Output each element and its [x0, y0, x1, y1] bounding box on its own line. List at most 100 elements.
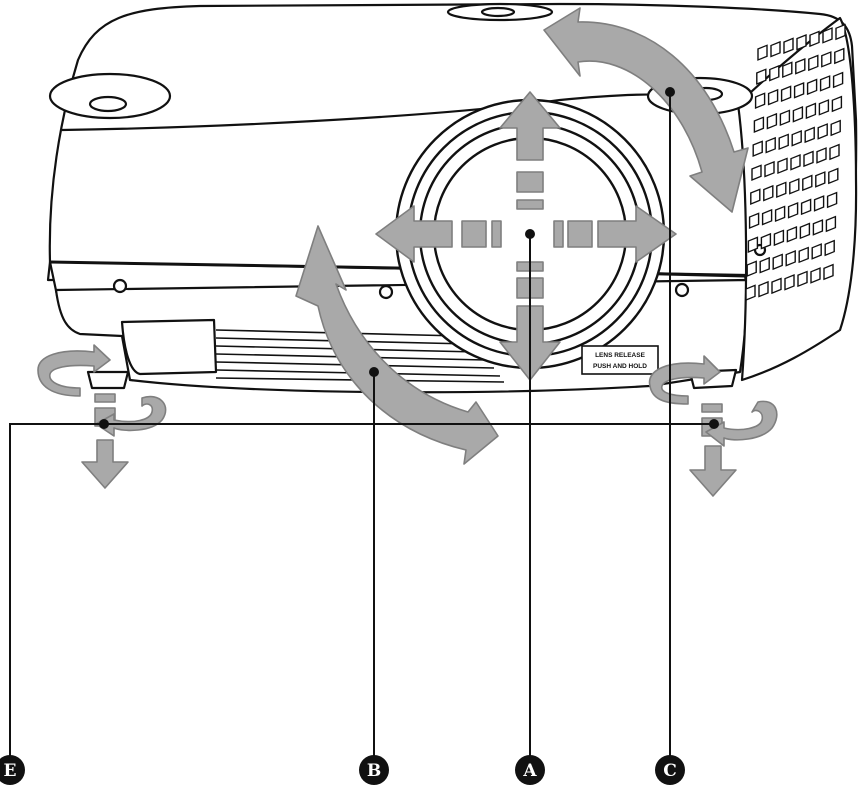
- leader-e: [9, 423, 714, 770]
- grille-slot: [778, 133, 789, 151]
- foot-right-dash1: [701, 403, 723, 413]
- foot-right-down-arrow: [689, 445, 737, 497]
- shift-right-dash1: [553, 220, 564, 248]
- grille-slot: [766, 112, 778, 130]
- grille-slot: [787, 202, 799, 219]
- callout-e-label: E: [4, 761, 17, 781]
- grille-slot: [802, 174, 813, 192]
- callout-a-label: A: [522, 761, 537, 781]
- shift-up-arrow: [499, 91, 561, 161]
- callout-c: C: [655, 755, 685, 785]
- side-grille: [745, 23, 846, 301]
- screw-left: [112, 278, 128, 294]
- grille-slot: [763, 184, 774, 202]
- grille-slot: [799, 222, 811, 240]
- grille-slot: [800, 198, 812, 216]
- grille-slot: [835, 23, 846, 41]
- grille-slot: [785, 250, 796, 267]
- grille-slot: [832, 71, 844, 89]
- grille-slot: [767, 88, 779, 106]
- grille-slot: [758, 280, 769, 298]
- grille-slot: [751, 164, 762, 181]
- grille-slot: [821, 51, 832, 68]
- leader-e-dot-left: [99, 419, 109, 429]
- grille-slot: [819, 75, 831, 92]
- screw-center: [378, 284, 394, 300]
- foot-left-dash1: [94, 393, 116, 403]
- grille-slot: [789, 178, 800, 195]
- grille-slot: [810, 267, 821, 284]
- leader-c-dot: [665, 87, 675, 97]
- grille-slot: [822, 27, 833, 44]
- shift-left-dash2: [491, 220, 502, 248]
- grille-slot: [786, 226, 798, 243]
- leader-lines: [9, 92, 714, 770]
- foot-left-down-arrow: [81, 439, 129, 489]
- grille-slot: [818, 99, 830, 116]
- grille-slot: [752, 140, 763, 157]
- grille-slot: [783, 37, 794, 55]
- grille-slot: [760, 232, 772, 250]
- leader-a-dot: [525, 229, 535, 239]
- grille-slot: [830, 119, 841, 137]
- top-knob-center-inner: [480, 6, 516, 18]
- grille-slot: [811, 243, 822, 260]
- grille-slot: [831, 95, 843, 113]
- bottom-vent-housing: [120, 318, 218, 376]
- grille-slot: [774, 205, 786, 223]
- grille-slot: [816, 147, 827, 164]
- shift-right-arrow: [597, 205, 677, 263]
- grille-slot: [776, 181, 787, 199]
- grille-slot: [750, 188, 761, 205]
- grille-slot: [790, 153, 801, 171]
- grille-slot: [828, 167, 839, 185]
- grille-slot: [756, 68, 767, 85]
- grille-slot: [745, 284, 756, 301]
- shift-right-dash2: [567, 220, 593, 248]
- callout-e: E: [0, 755, 25, 785]
- grille-slot: [805, 102, 817, 120]
- foot-left-curl-arrow: [95, 395, 167, 437]
- grille-slot: [804, 126, 815, 144]
- grille-slot: [806, 78, 818, 96]
- shift-up-dash1: [516, 171, 544, 193]
- grille-slot: [784, 274, 795, 291]
- grille-slot: [761, 208, 773, 226]
- grille-slot: [770, 40, 781, 58]
- tilt-arrow: [543, 7, 749, 213]
- callout-a: A: [515, 755, 545, 785]
- grille-slot: [748, 212, 760, 229]
- grille-slot: [796, 33, 807, 51]
- grille-slot: [808, 54, 819, 72]
- grille-slot: [829, 143, 840, 161]
- grille-slot: [817, 123, 828, 140]
- callout-c-label: C: [663, 761, 677, 781]
- grille-slot: [825, 215, 837, 233]
- grille-slot: [764, 160, 775, 178]
- leader-b-dot: [369, 367, 379, 377]
- foot-left: [86, 370, 130, 390]
- foot-right-rotate-arrow: [648, 355, 721, 405]
- grille-slot: [809, 30, 820, 48]
- grille-slot: [754, 92, 766, 109]
- grille-slot: [777, 157, 788, 175]
- callout-b-label: B: [367, 761, 381, 781]
- grille-slot: [803, 150, 814, 168]
- grille-slot: [779, 109, 791, 127]
- grille-slot: [813, 195, 825, 212]
- grille-slot: [746, 260, 757, 277]
- shift-up-dash2: [516, 199, 544, 210]
- rotation-arrow: [295, 225, 499, 465]
- grille-slot: [826, 191, 838, 209]
- grille-slot: [773, 229, 785, 247]
- callout-b: B: [359, 755, 389, 785]
- grille-slot: [759, 256, 770, 274]
- grille-slot: [834, 47, 845, 65]
- screw-right: [674, 282, 690, 298]
- grille-slot: [815, 171, 826, 188]
- grille-slot: [757, 44, 768, 61]
- grille-slot: [747, 236, 759, 253]
- grille-slot: [765, 136, 776, 154]
- grille-slot: [780, 85, 792, 103]
